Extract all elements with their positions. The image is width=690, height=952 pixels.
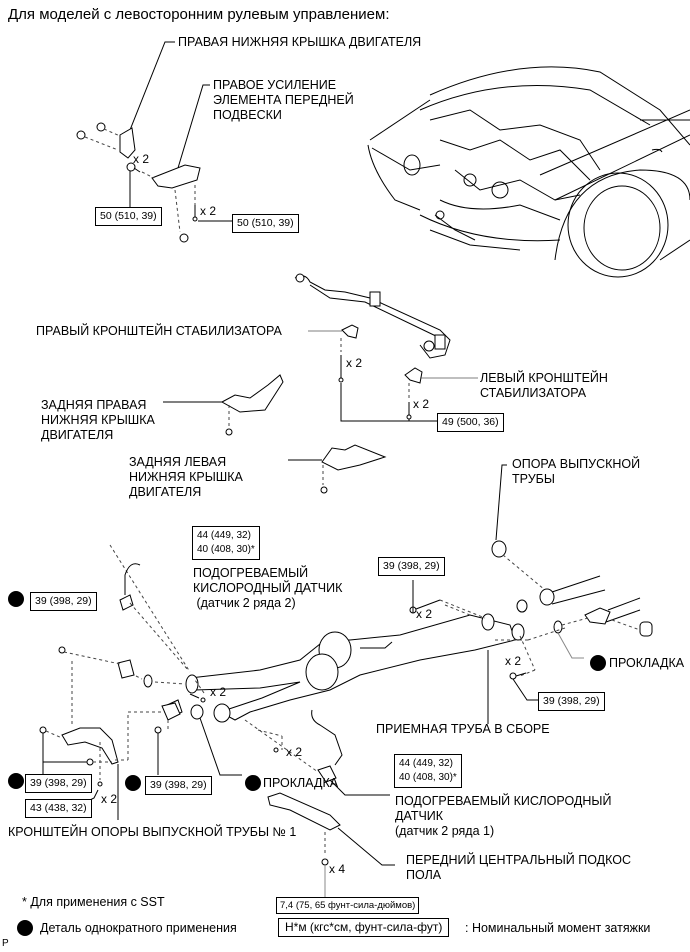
label-gasket-right: ПРОКЛАДКА [609,656,685,670]
label-right-stabilizer-bracket: ПРАВЫЙ КРОНШТЕЙН СТАБИЛИЗАТОРА [36,324,282,338]
legend-torque-unit-box: Н*м (кгс*см, фунт-сила-фут) [278,918,450,937]
non-reusable-marker [8,591,24,607]
qty-pipe-flange-right: x 2 [505,654,522,668]
label-line: НИЖНЯЯ КРЫШКА [41,413,155,427]
torque-o2-sensor-b2s2: 44 (449, 32) 40 (408, 30)* [192,526,260,560]
qty-pipe-bolts-left: x 2 [210,685,227,699]
torque-cover-bolt: 50 (510, 39) [95,207,162,226]
label-heated-o2-sensor-b1s2: ПОДОГРЕВАЕМЫЙ КИСЛОРОДНЫЙ ДАТЧИК (датчик… [395,794,611,839]
rear-engine-covers [163,374,387,494]
label-line: НИЖНЯЯ КРЫШКА [129,470,243,484]
stabilizer-bar [294,273,478,422]
label-line: ПЕРЕДНИЙ ЦЕНТРАЛЬНЫЙ ПОДКОС [406,853,632,867]
legend-sst-note: * Для применения с SST [22,895,165,909]
exhaust-support-bracket [39,702,242,820]
label-line: ДВИГАТЕЛЯ [129,485,202,499]
label-line: ЗАДНЯЯ ЛЕВАЯ [129,455,227,469]
label-gasket-center: ПРОКЛАДКА [263,776,339,790]
label-line: ПОДОГРЕВАЕМЫЙ КИСЛОРОДНЫЙ [395,794,612,808]
legend-non-reusable-text: Деталь однократного применения [40,921,237,935]
torque-bracket-nuts: 39 (398, 29) [25,774,92,793]
label-line: ЗАДНЯЯ ПРАВАЯ [41,398,147,412]
label-line: ОПОРА ВЫПУСКНОЙ [512,457,641,471]
label-rear-left-lower-engine-cover: ЗАДНЯЯ ЛЕВАЯ НИЖНЯЯ КРЫШКА ДВИГАТЕЛЯ [129,455,243,500]
label-line: (датчик 2 ряда 1) [395,824,495,838]
torque-line: 44 (449, 32) [197,530,251,541]
non-reusable-marker [125,775,141,791]
label-line: ДАТЧИК [395,809,444,823]
qty-pipe-flange-upper: x 2 [416,607,433,621]
label-rear-right-lower-engine-cover: ЗАДНЯЯ ПРАВАЯ НИЖНЯЯ КРЫШКА ДВИГАТЕЛЯ [41,398,155,443]
vehicle-front-illustration [367,66,690,278]
diagram-heading: Для моделей с левосторонним рулевым упра… [8,6,390,23]
qty-brace-bolts: x 4 [329,862,346,876]
torque-reinforcement-bolt: 50 (510, 39) [232,214,299,233]
front-pipe-assembly [58,544,566,725]
non-reusable-marker [8,773,24,789]
torque-pipe-nut-left-top: 39 (398, 29) [30,592,97,611]
torque-center-nut: 39 (398, 29) [145,776,212,795]
footer-mark: P [2,938,9,949]
torque-pipe-flange-upper: 39 (398, 29) [378,557,445,576]
torque-pipe-flange-right: 39 (398, 29) [538,692,605,711]
label-exhaust-pipe-support: ОПОРА ВЫПУСКНОЙ ТРУБЫ [512,457,640,487]
label-line: ТРУБЫ [512,472,555,486]
qty-reinforcement-bolts: x 2 [200,204,217,218]
floor-center-brace [267,792,395,897]
label-line: (датчик 2 ряда 2) [193,596,296,610]
label-line: ПОЛА [406,868,442,882]
qty-stabilizer-right: x 2 [346,356,363,370]
exhaust-support-parts [491,464,653,659]
label-line: ЛЕВЫЙ КРОНШТЕЙН [480,371,608,385]
engine-cover-parts [76,41,232,243]
label-line: ДВИГАТЕЛЯ [41,428,114,442]
label-right-front-suspension-reinforcement: ПРАВОЕ УСИЛЕНИЕ ЭЛЕМЕНТА ПЕРЕДНЕЙ ПОДВЕС… [213,78,354,123]
torque-line: 44 (449, 32) [399,758,453,769]
torque-floor-brace: 7,4 (75, 65 фунт-сила-дюймов) [276,897,420,914]
label-front-floor-center-brace: ПЕРЕДНИЙ ЦЕНТРАЛЬНЫЙ ПОДКОС ПОЛА [406,853,631,883]
label-line: ПРАВОЕ УСИЛЕНИЕ [213,78,337,92]
label-line: ПОДВЕСКИ [213,108,282,122]
qty-cover-bolts: x 2 [133,152,150,166]
torque-o2-sensor-b1s2: 44 (449, 32) 40 (408, 30)* [394,754,462,788]
qty-stabilizer-left: x 2 [413,397,430,411]
torque-line: 40 (408, 30)* [399,772,457,783]
torque-stabilizer: 49 (500, 36) [437,413,504,432]
label-heated-o2-sensor-b2s2: ПОДОГРЕВАЕМЫЙ КИСЛОРОДНЫЙ ДАТЧИК (датчик… [193,566,342,611]
label-line: ЭЛЕМЕНТА ПЕРЕДНЕЙ [213,93,354,107]
label-front-pipe-assembly: ПРИЕМНАЯ ТРУБА В СБОРЕ [376,722,550,736]
qty-o2-bracket-bolts: x 2 [286,745,303,759]
non-reusable-marker [245,775,261,791]
label-line: КИСЛОРОДНЫЙ ДАТЧИК [193,581,343,595]
torque-bracket-bolts: 43 (438, 32) [25,799,92,818]
non-reusable-marker [590,655,606,671]
torque-line: 40 (408, 30)* [197,544,255,555]
qty-bracket-bolts: x 2 [101,792,118,806]
label-line: СТАБИЛИЗАТОРА [480,386,587,400]
o2-sensor-right [244,709,390,796]
legend-non-reusable-marker [17,920,33,936]
legend-torque-description: : Номинальный момент затяжки [465,921,651,935]
label-exhaust-support-bracket-1: КРОНШТЕЙН ОПОРЫ ВЫПУСКНОЙ ТРУБЫ № 1 [8,825,297,839]
label-right-lower-engine-cover: ПРАВАЯ НИЖНЯЯ КРЫШКА ДВИГАТЕЛЯ [178,35,422,49]
label-line: ПОДОГРЕВАЕМЫЙ [193,566,309,580]
label-left-stabilizer-bracket: ЛЕВЫЙ КРОНШТЕЙН СТАБИЛИЗАТОРА [480,371,608,401]
